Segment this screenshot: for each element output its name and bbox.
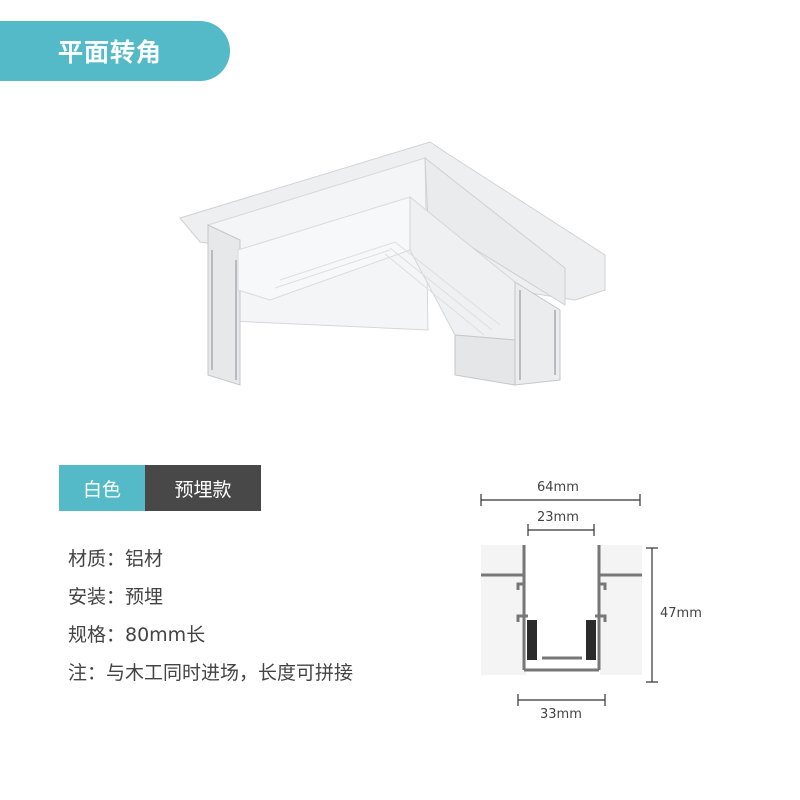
corner-profile-image: [170, 130, 610, 400]
page-title: 平面转角: [58, 38, 163, 67]
color-option-white[interactable]: 白色: [59, 465, 145, 511]
spec-material: 材质：铝材: [68, 548, 164, 570]
install-option-embedded[interactable]: 预埋款: [145, 465, 261, 511]
spec-installation: 安装：预埋: [68, 586, 164, 608]
dim-height: 47mm: [660, 606, 702, 621]
variant-tags: 白色 预埋款: [59, 465, 261, 511]
dim-opening-width: 23mm: [537, 510, 579, 525]
title-banner: 平面转角: [0, 21, 230, 81]
spec-size: 规格：80mm长: [68, 624, 206, 646]
cross-section-diagram: 64mm 23mm 47mm 33mm: [470, 470, 720, 730]
spec-list: 材质：铝材 安装：预埋 规格：80mm长 注：与木工同时进场，长度可拼接: [68, 543, 353, 695]
spec-note: 注：与木工同时进场，长度可拼接: [68, 662, 354, 684]
dim-top-width: 64mm: [537, 480, 579, 495]
dim-bottom-width: 33mm: [540, 707, 582, 722]
